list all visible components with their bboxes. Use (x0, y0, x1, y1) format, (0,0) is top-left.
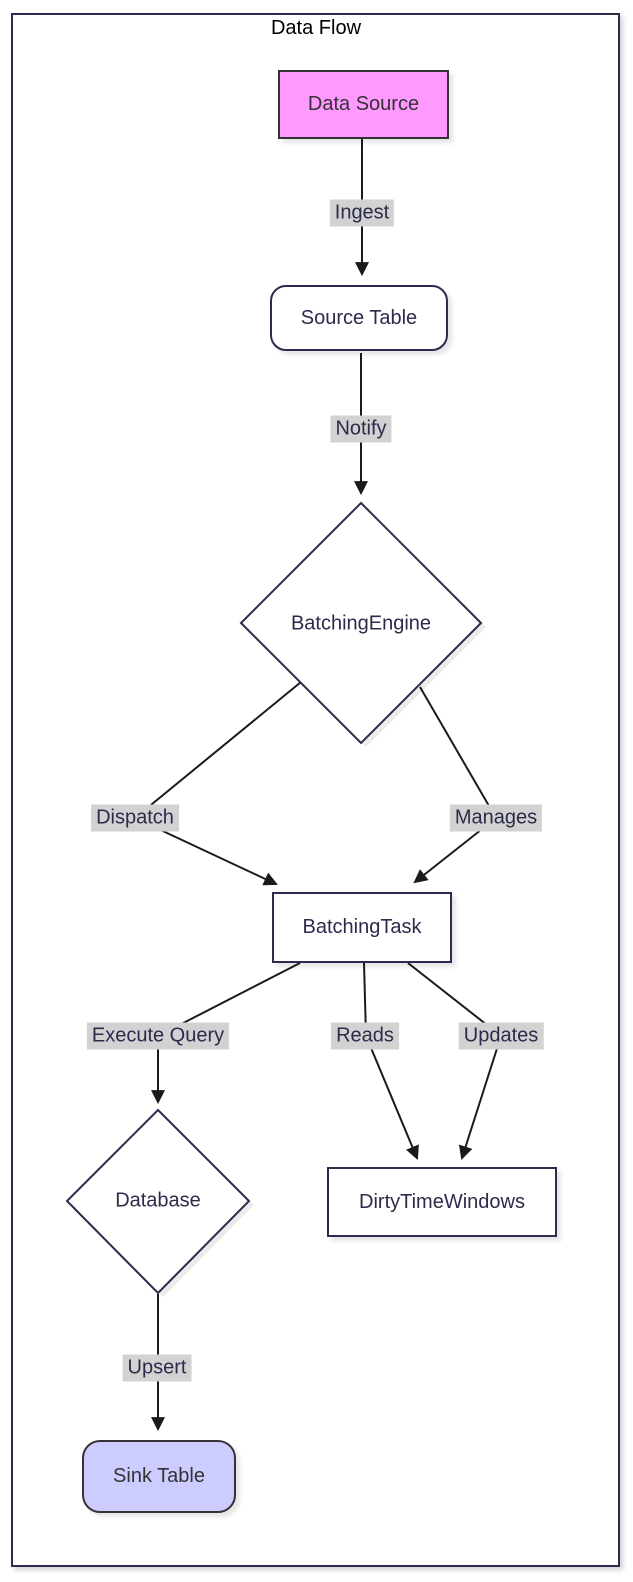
edge-label-reads: Reads (331, 1022, 399, 1050)
database-diamond (65, 1108, 251, 1295)
node-source-table: Source Table (270, 285, 448, 351)
subgraph-frame (11, 13, 620, 1567)
node-database-label: Database (115, 1189, 201, 1212)
node-sink-table-label: Sink Table (113, 1465, 205, 1487)
edge-label-manages: Manages (449, 804, 543, 832)
edge-label-execute-query: Execute Query (86, 1022, 230, 1050)
node-dirty-time-windows: DirtyTimeWindows (327, 1167, 557, 1237)
node-data-source: Data Source (278, 70, 449, 139)
edge-dispatch (134, 681, 302, 886)
node-sink-table: Sink Table (82, 1440, 236, 1513)
node-data-source-label: Data Source (307, 93, 420, 115)
edge-label-updates: Updates (458, 1022, 544, 1050)
edge-label-ingest: Ingest (329, 199, 395, 227)
edge-label-notify: Notify (330, 415, 392, 443)
diamond-shapes (65, 501, 486, 1297)
edge-updates (407, 962, 502, 1161)
node-batching-task: BatchingTask (272, 892, 452, 963)
edge-manages (413, 686, 497, 884)
node-batching-task-label: BatchingTask (302, 916, 422, 938)
edge-reads (363, 962, 419, 1160)
node-source-table-label: Source Table (300, 306, 418, 329)
node-dirty-time-windows-label: DirtyTimeWindows (359, 1190, 525, 1213)
edge-label-dispatch: Dispatch (91, 804, 179, 832)
node-batching-engine-label: BatchingEngine (290, 612, 432, 635)
batching-engine-diamond (239, 501, 483, 745)
diagram-title: Data Flow (270, 17, 362, 39)
edge-label-upsert: Upsert (122, 1354, 192, 1382)
